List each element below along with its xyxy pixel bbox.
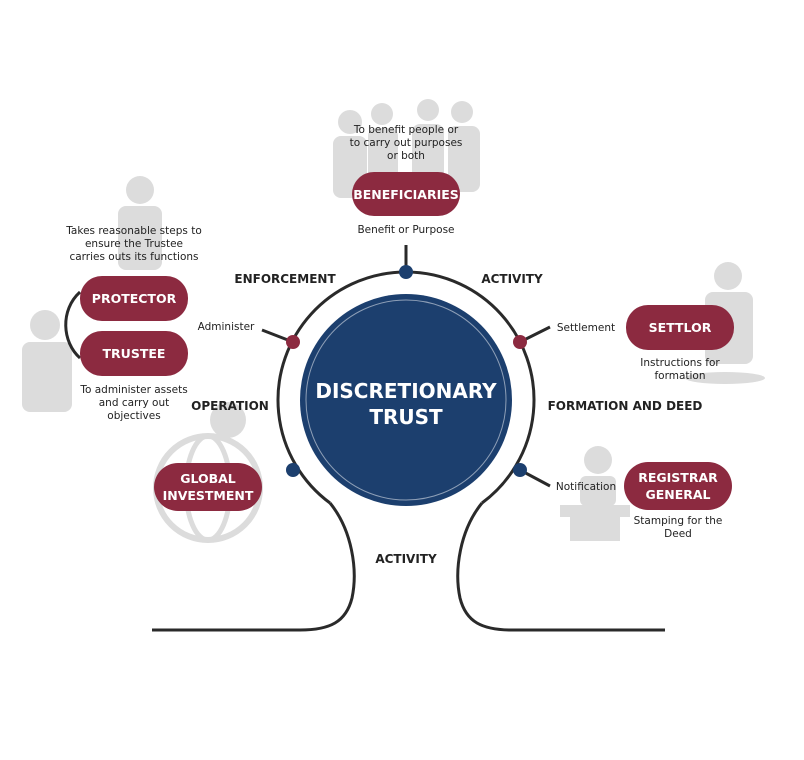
stage-operation: OPERATION (191, 399, 269, 413)
administer-connector-label: Administer (198, 321, 255, 333)
node-dot-administer (286, 335, 300, 349)
stage-enforcement: ENFORCEMENT (234, 272, 336, 286)
protector-desc: carries outs its functions (69, 251, 198, 263)
trustee-label: TRUSTEE (103, 346, 166, 361)
registrar-desc: Stamping for the (634, 515, 723, 527)
trustee-silhouette (22, 310, 72, 412)
protector-silhouette (118, 176, 162, 270)
trustee-pill (80, 331, 188, 376)
node-dot-investment (286, 463, 300, 477)
global-investment-label: INVESTMENT (163, 488, 254, 503)
settlor-label: SETTLOR (649, 320, 712, 335)
protector-pill (80, 276, 188, 321)
settlor-desc: Instructions for (640, 357, 720, 369)
notification-connector-label: Notification (556, 481, 616, 493)
settlor-pill (626, 305, 734, 350)
stage-activity-top: ACTIVITY (481, 272, 543, 286)
registrar-desk-silhouette (560, 446, 630, 541)
node-dot-top (399, 265, 413, 279)
node-dot-settlement (513, 335, 527, 349)
node-dot-notification (513, 463, 527, 477)
registrar-label: GENERAL (645, 487, 710, 502)
stage-formation: FORMATION AND DEED (548, 399, 703, 413)
protector-desc: Takes reasonable steps to (65, 225, 202, 237)
registrar-pill (624, 462, 732, 510)
settlement-connector-label: Settlement (557, 322, 615, 334)
protector-desc: ensure the Trustee (85, 238, 183, 250)
track-right-tail (456, 502, 665, 632)
trustee-desc: objectives (107, 410, 160, 422)
registrar-desc: Deed (664, 528, 692, 540)
protector-label: PROTECTOR (92, 291, 177, 306)
global-investment-label: GLOBAL (180, 471, 236, 486)
benefit-connector-label: Benefit or Purpose (357, 224, 454, 236)
beneficiaries-desc: to carry out purposes (350, 137, 463, 149)
beneficiaries-label: BENEFICIARIES (353, 187, 459, 202)
center-title-line1: DISCRETIONARY (315, 379, 497, 403)
center-circle: DISCRETIONARY TRUST (300, 294, 512, 506)
trustee-desc: and carry out (99, 397, 170, 409)
track-left-tail (152, 502, 356, 632)
beneficiaries-pill (352, 172, 460, 216)
global-investment-pill (154, 463, 262, 511)
trustee-desc: To administer assets (79, 384, 187, 396)
center-title-line2: TRUST (369, 405, 443, 429)
stage-activity-bottom: ACTIVITY (375, 552, 437, 566)
settlor-desc: formation (654, 370, 705, 382)
beneficiaries-desc: or both (387, 150, 425, 162)
registrar-label: REGISTRAR (638, 470, 718, 485)
beneficiaries-desc: To benefit people or (353, 124, 459, 136)
